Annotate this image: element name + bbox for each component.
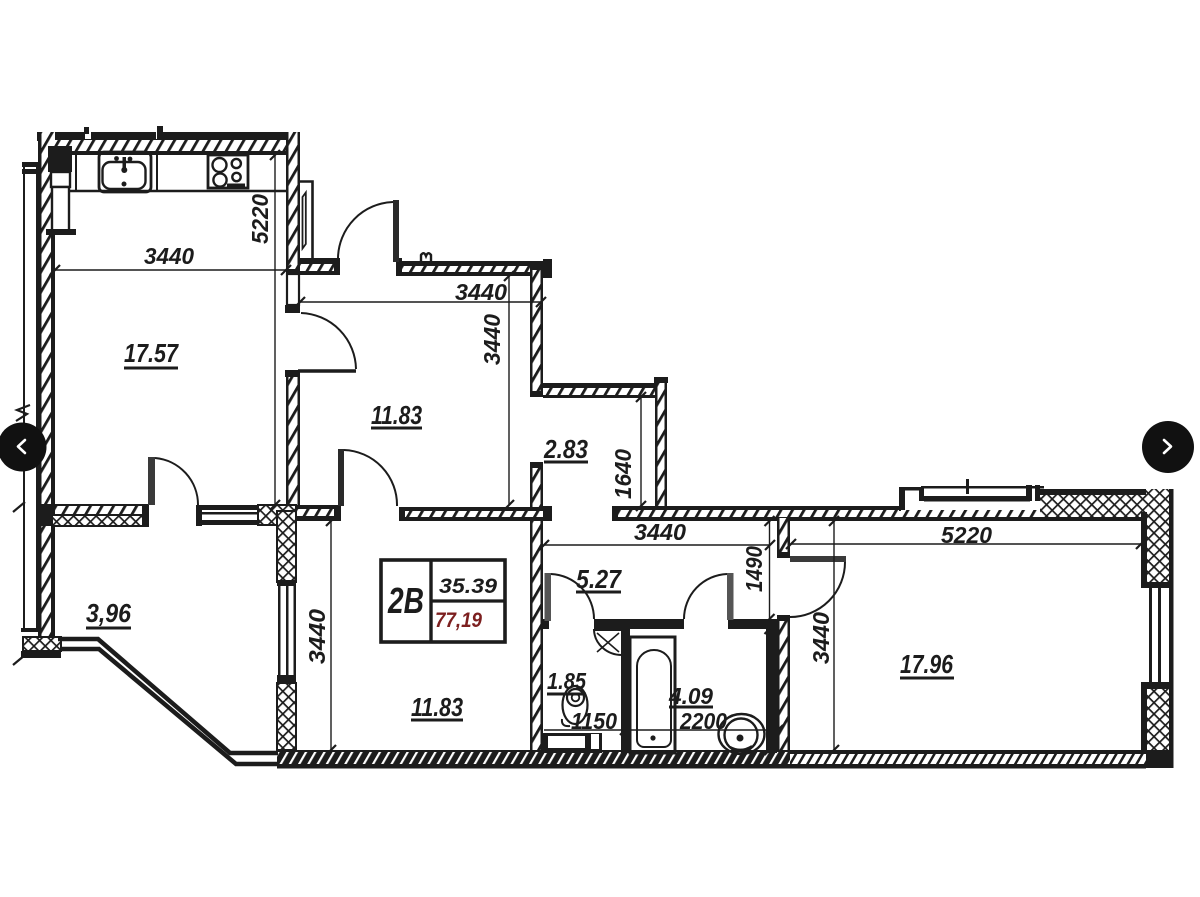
svg-text:3440: 3440 [144,243,194,269]
svg-text:3,96: 3,96 [86,598,131,628]
svg-text:4.09: 4.09 [668,683,713,709]
svg-text:2B: 2B [387,580,424,621]
svg-text:17.96: 17.96 [900,649,953,679]
svg-text:5220: 5220 [247,194,273,244]
svg-text:2.83: 2.83 [543,434,588,464]
svg-text:35.39: 35.39 [439,575,497,598]
svg-text:1640: 1640 [610,449,636,499]
svg-text:3440: 3440 [455,279,507,305]
svg-text:5.27: 5.27 [576,564,622,594]
svg-text:1490: 1490 [741,546,767,592]
svg-text:3440: 3440 [634,519,686,545]
svg-text:1150: 1150 [571,708,617,734]
svg-text:77,19: 77,19 [435,609,482,632]
svg-text:2200: 2200 [679,708,727,734]
svg-text:3440: 3440 [808,612,834,664]
svg-text:5220: 5220 [941,522,992,548]
svg-text:3440: 3440 [304,609,330,664]
svg-text:11.83: 11.83 [411,692,463,722]
svg-text:17.57: 17.57 [124,338,179,368]
svg-text:11.83: 11.83 [371,400,422,430]
svg-text:3440: 3440 [479,314,505,365]
svg-text:1.85: 1.85 [547,668,587,694]
